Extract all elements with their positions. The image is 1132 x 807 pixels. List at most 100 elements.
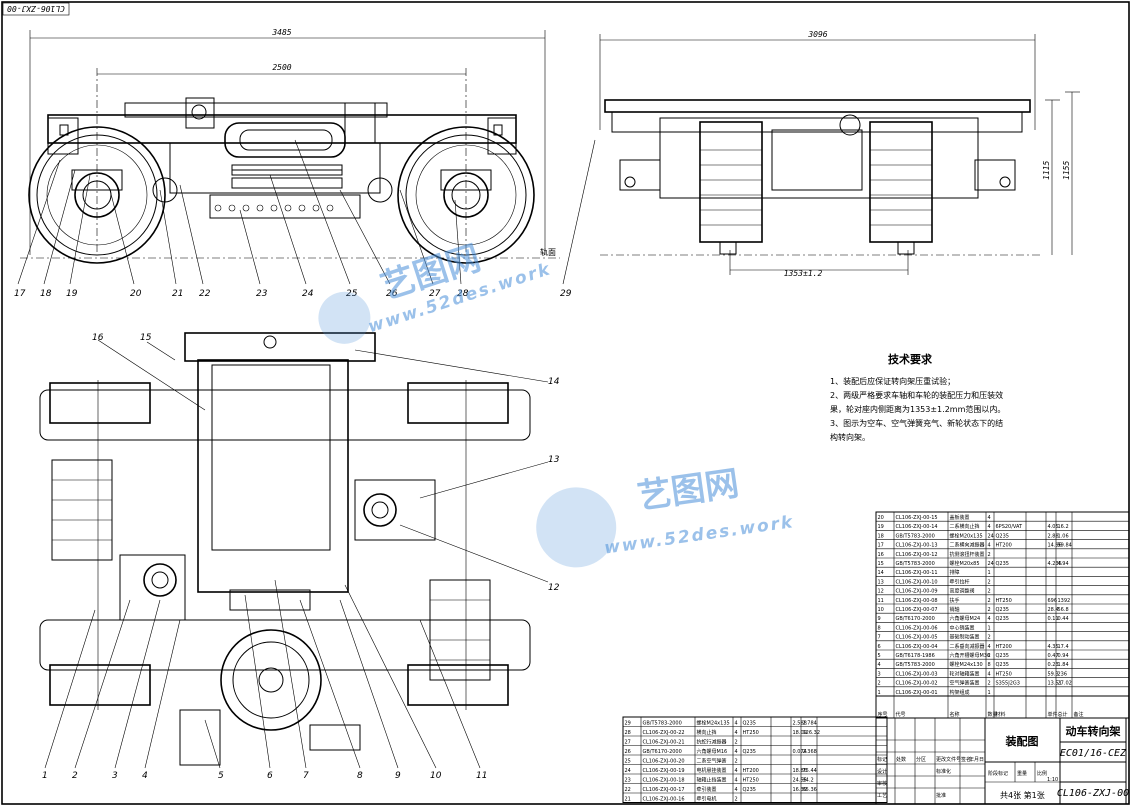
tb-scale: 1:10 [1047, 777, 1058, 783]
parts-upper-cell: 六角开槽螺母M36 [950, 652, 991, 659]
parts-lower-cell: GB/T6170-2000 [643, 749, 682, 755]
parts-lower-cell: CL106-ZXJ-00-21 [643, 739, 685, 745]
parts-upper-cell: 20 [878, 515, 884, 521]
parts-upper-cell: 二系垂向减振器 [950, 643, 985, 650]
tb-label-review: 审核 [877, 780, 887, 787]
parts-upper-cell: Q235 [996, 616, 1009, 622]
tb-label-approve: 批准 [936, 792, 946, 799]
parts-lower-cell: Q235 [743, 720, 756, 726]
callout-16: 16 [92, 333, 104, 343]
parts-upper-cell: CL106-ZXJ-00-10 [896, 579, 938, 585]
parts-upper-cell: 4 [988, 644, 991, 650]
parts-upper-cell: CL106-ZXJ-00-03 [896, 671, 938, 677]
tech-requirements: 技术要求 1、装配后应保证转向架压重试验； 2、两级严格要求车轴和车轮的装配压力… [830, 352, 1005, 442]
parts-header-cell: 名称 [950, 711, 960, 718]
parts-upper-cell: 基础制动装置 [950, 634, 980, 641]
parts-upper-cell: 696 [1048, 598, 1058, 604]
parts-upper-cell: 56.8 [1058, 607, 1069, 613]
parts-upper-cell: 2 [988, 598, 991, 604]
parts-upper-cell: 19 [878, 524, 884, 530]
parts-lower-cell: 抗蛇行减振器 [697, 738, 727, 745]
tb-drawing-type: 装配图 [1005, 734, 1039, 748]
parts-lower-cell: 螺栓M24x135 [697, 719, 730, 726]
parts-upper-cell: 排障 [950, 569, 960, 576]
parts-lower-cell: 2.368 [803, 749, 817, 755]
parts-upper-cell: HT250 [996, 671, 1012, 677]
parts-upper-cell: 0.44 [1058, 616, 1069, 622]
parts-lower-cell: HT200 [743, 768, 759, 774]
parts-upper-cell: 牵引拉杆 [950, 578, 970, 585]
parts-upper-cell: CL106-ZXJ-00-09 [896, 589, 938, 595]
parts-upper-cell: GB/T5783-2000 [896, 533, 935, 539]
parts-lower-cell: Q235 [743, 749, 756, 755]
tb-label-stage: 阶段标记 [988, 770, 1008, 777]
parts-header-cell: 备注 [1074, 711, 1084, 718]
parts-upper-cell: 4 [988, 524, 991, 530]
parts-lower-cell: HT250 [743, 777, 759, 783]
parts-upper-cell: 中心销装置 [950, 624, 975, 631]
side-view: 3485 2500 [14, 28, 596, 299]
callout-10: 10 [430, 771, 442, 781]
parts-upper-cell: 六角螺母M24 [950, 615, 981, 622]
watermark-2: 艺图网 www.52des.work [536, 464, 795, 568]
parts-lower-cell: 94.2 [803, 777, 814, 783]
parts-lower-cell: 65.36 [803, 787, 817, 793]
parts-upper-cell: 6 [878, 644, 881, 650]
parts-lower-cell: HT250 [743, 730, 759, 736]
parts-upper-cell: 4.235 [1048, 561, 1062, 567]
parts-upper-cell: 13.51 [1048, 681, 1062, 687]
callout-28: 28 [457, 289, 469, 299]
callout-26: 26 [386, 289, 398, 299]
callout-12: 12 [548, 583, 560, 593]
parts-upper-cell: 14.96 [1048, 543, 1062, 549]
tb-label-process: 工艺 [877, 793, 887, 799]
parts-upper-cell: 4 [988, 515, 991, 521]
parts-upper-cell: 9 [878, 616, 881, 622]
parts-lower-cell: 2 [735, 758, 738, 764]
parts-upper-cell: 4.94 [1058, 561, 1069, 567]
parts-upper-cell: 18 [878, 533, 884, 539]
parts-upper-cell: 8 [878, 625, 881, 631]
parts-lower-cell: GB/T5783-2000 [643, 720, 682, 726]
parts-upper-cell: 17.4 [1058, 644, 1069, 650]
parts-upper-cell: 2 [988, 653, 991, 659]
tb-sheet: 共4张 第1张 [1000, 790, 1045, 800]
parts-upper-cell: 轮对轴箱装置 [950, 670, 980, 677]
tb-name: 动车转向架 [1066, 724, 1121, 738]
parts-upper-cell: 1 [988, 570, 991, 576]
parts-upper-cell: 抗侧滚扭杆装置 [950, 551, 985, 558]
tech-line-4: 3、图示为空车、空气弹簧充气、新轮状态下的结 [830, 418, 1003, 428]
parts-upper-cell: 59.84 [1058, 543, 1072, 549]
parts-upper-cell: 盖板装置 [950, 514, 970, 521]
tech-title: 技术要求 [888, 352, 933, 366]
parts-upper-cell: 2 [988, 607, 991, 613]
parts-upper-cell: Q235 [996, 561, 1009, 567]
header-code: CL106-ZXJ-00 [7, 4, 65, 13]
parts-upper-cell: 14 [878, 570, 884, 576]
callout-19: 19 [66, 289, 78, 299]
parts-lower-cell: 2 [735, 796, 738, 802]
parts-lower-cell: 2.784 [803, 720, 817, 726]
callout-20: 20 [130, 289, 142, 299]
watermark: 艺图网 www.52des.work [318, 238, 554, 344]
dim-end-height-1: 1115 [1042, 161, 1051, 180]
parts-lower-cell: 75.44 [803, 768, 817, 774]
parts-upper-cell: HT200 [996, 543, 1012, 549]
dim-end-width: 3096 [807, 30, 827, 39]
watermark-url-2: www.52des.work [603, 512, 795, 558]
parts-upper-cell: 4 [988, 616, 991, 622]
callout-3: 3 [112, 771, 118, 781]
parts-upper-cell: 2 [988, 681, 991, 687]
callout-4: 4 [142, 771, 148, 781]
parts-lower-cell: 29 [625, 720, 631, 726]
parts-upper-cell: 1.06 [1058, 533, 1069, 539]
tb-label-date: 年月日 [969, 756, 984, 763]
parts-upper-cell: 螺栓M20x85 [950, 560, 980, 567]
parts-lower-cell: Q235 [743, 787, 756, 793]
parts-upper-cell: 1 [988, 625, 991, 631]
parts-upper-cell: 2.88 [1048, 533, 1059, 539]
parts-lower-cell: 4 [735, 768, 738, 774]
parts-upper-cell: 2 [988, 589, 991, 595]
